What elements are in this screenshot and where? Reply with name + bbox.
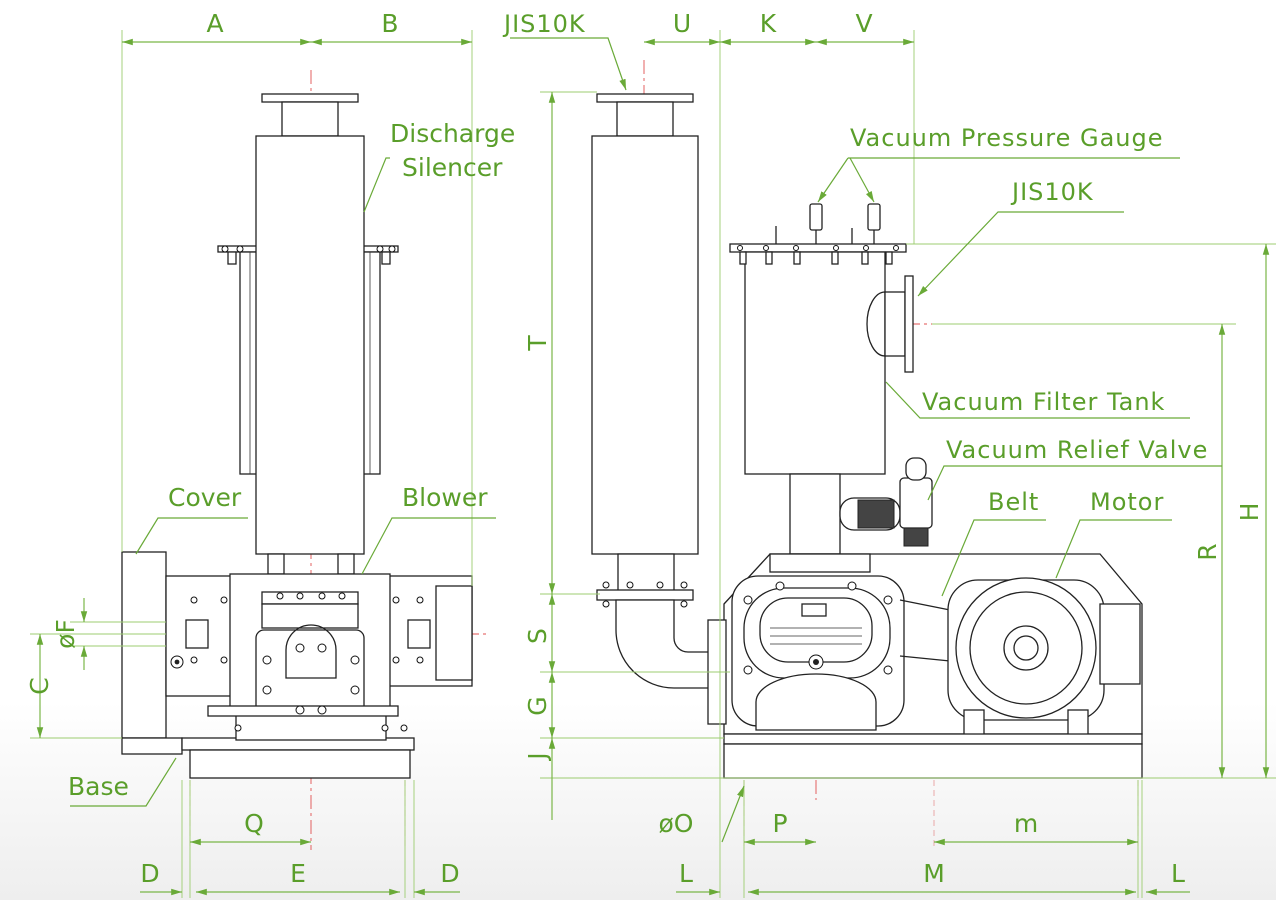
dim-R: R	[1193, 543, 1222, 560]
dim-D-right: D	[440, 859, 459, 888]
dim-U: U	[673, 9, 691, 38]
label-jis10k-side: JIS10K	[1010, 178, 1094, 206]
motor	[947, 577, 1141, 741]
dim-S: S	[523, 628, 552, 644]
dim-L-right: L	[1171, 859, 1185, 888]
label-blower: Blower	[402, 483, 488, 512]
vacuum-filter-tank	[729, 203, 914, 555]
dim-F: øF	[51, 619, 80, 649]
base-front	[189, 749, 411, 779]
side-view: U K V T S G J R H øO P m L M L	[502, 9, 1276, 898]
dim-P: P	[772, 809, 787, 838]
dim-A: A	[206, 9, 223, 38]
dim-C: C	[25, 677, 54, 694]
dim-L-left: L	[679, 859, 693, 888]
dim-H: H	[1235, 503, 1264, 522]
discharge-silencer-side	[591, 93, 719, 689]
dim-K: K	[760, 9, 777, 38]
label-vacuum-pressure-gauge: Vacuum Pressure Gauge	[850, 124, 1164, 152]
label-base: Base	[68, 772, 129, 801]
blower-front	[165, 573, 473, 741]
dim-m: m	[1014, 809, 1038, 838]
dim-J: J	[523, 752, 552, 761]
base-frame-side	[723, 733, 1143, 745]
label-silencer: Silencer	[402, 153, 503, 182]
dim-O: øO	[659, 809, 694, 838]
dim-V: V	[855, 9, 872, 38]
dim-Q: Q	[244, 809, 264, 838]
dim-G: G	[523, 696, 552, 715]
label-belt: Belt	[988, 488, 1039, 516]
vacuum-relief-valve	[839, 457, 933, 547]
label-vacuum-relief-valve: Vacuum Relief Valve	[946, 436, 1208, 464]
cover-front	[121, 551, 167, 739]
dim-M: M	[923, 859, 945, 888]
label-cover: Cover	[168, 483, 242, 512]
label-jis10k-top: JIS10K	[502, 10, 586, 38]
cover-base-front	[121, 737, 183, 755]
dim-D-left: D	[140, 859, 159, 888]
label-motor: Motor	[1090, 488, 1164, 516]
dim-E: E	[290, 859, 306, 888]
discharge-silencer-front	[217, 93, 399, 575]
base-side	[723, 743, 1143, 779]
label-vacuum-filter-tank: Vacuum Filter Tank	[922, 388, 1165, 416]
front-view: A B C øF Q D E D Discharge Silencer Cove…	[25, 9, 515, 898]
label-discharge: Discharge	[390, 119, 515, 148]
dim-T: T	[523, 335, 552, 352]
dim-B: B	[381, 9, 398, 38]
